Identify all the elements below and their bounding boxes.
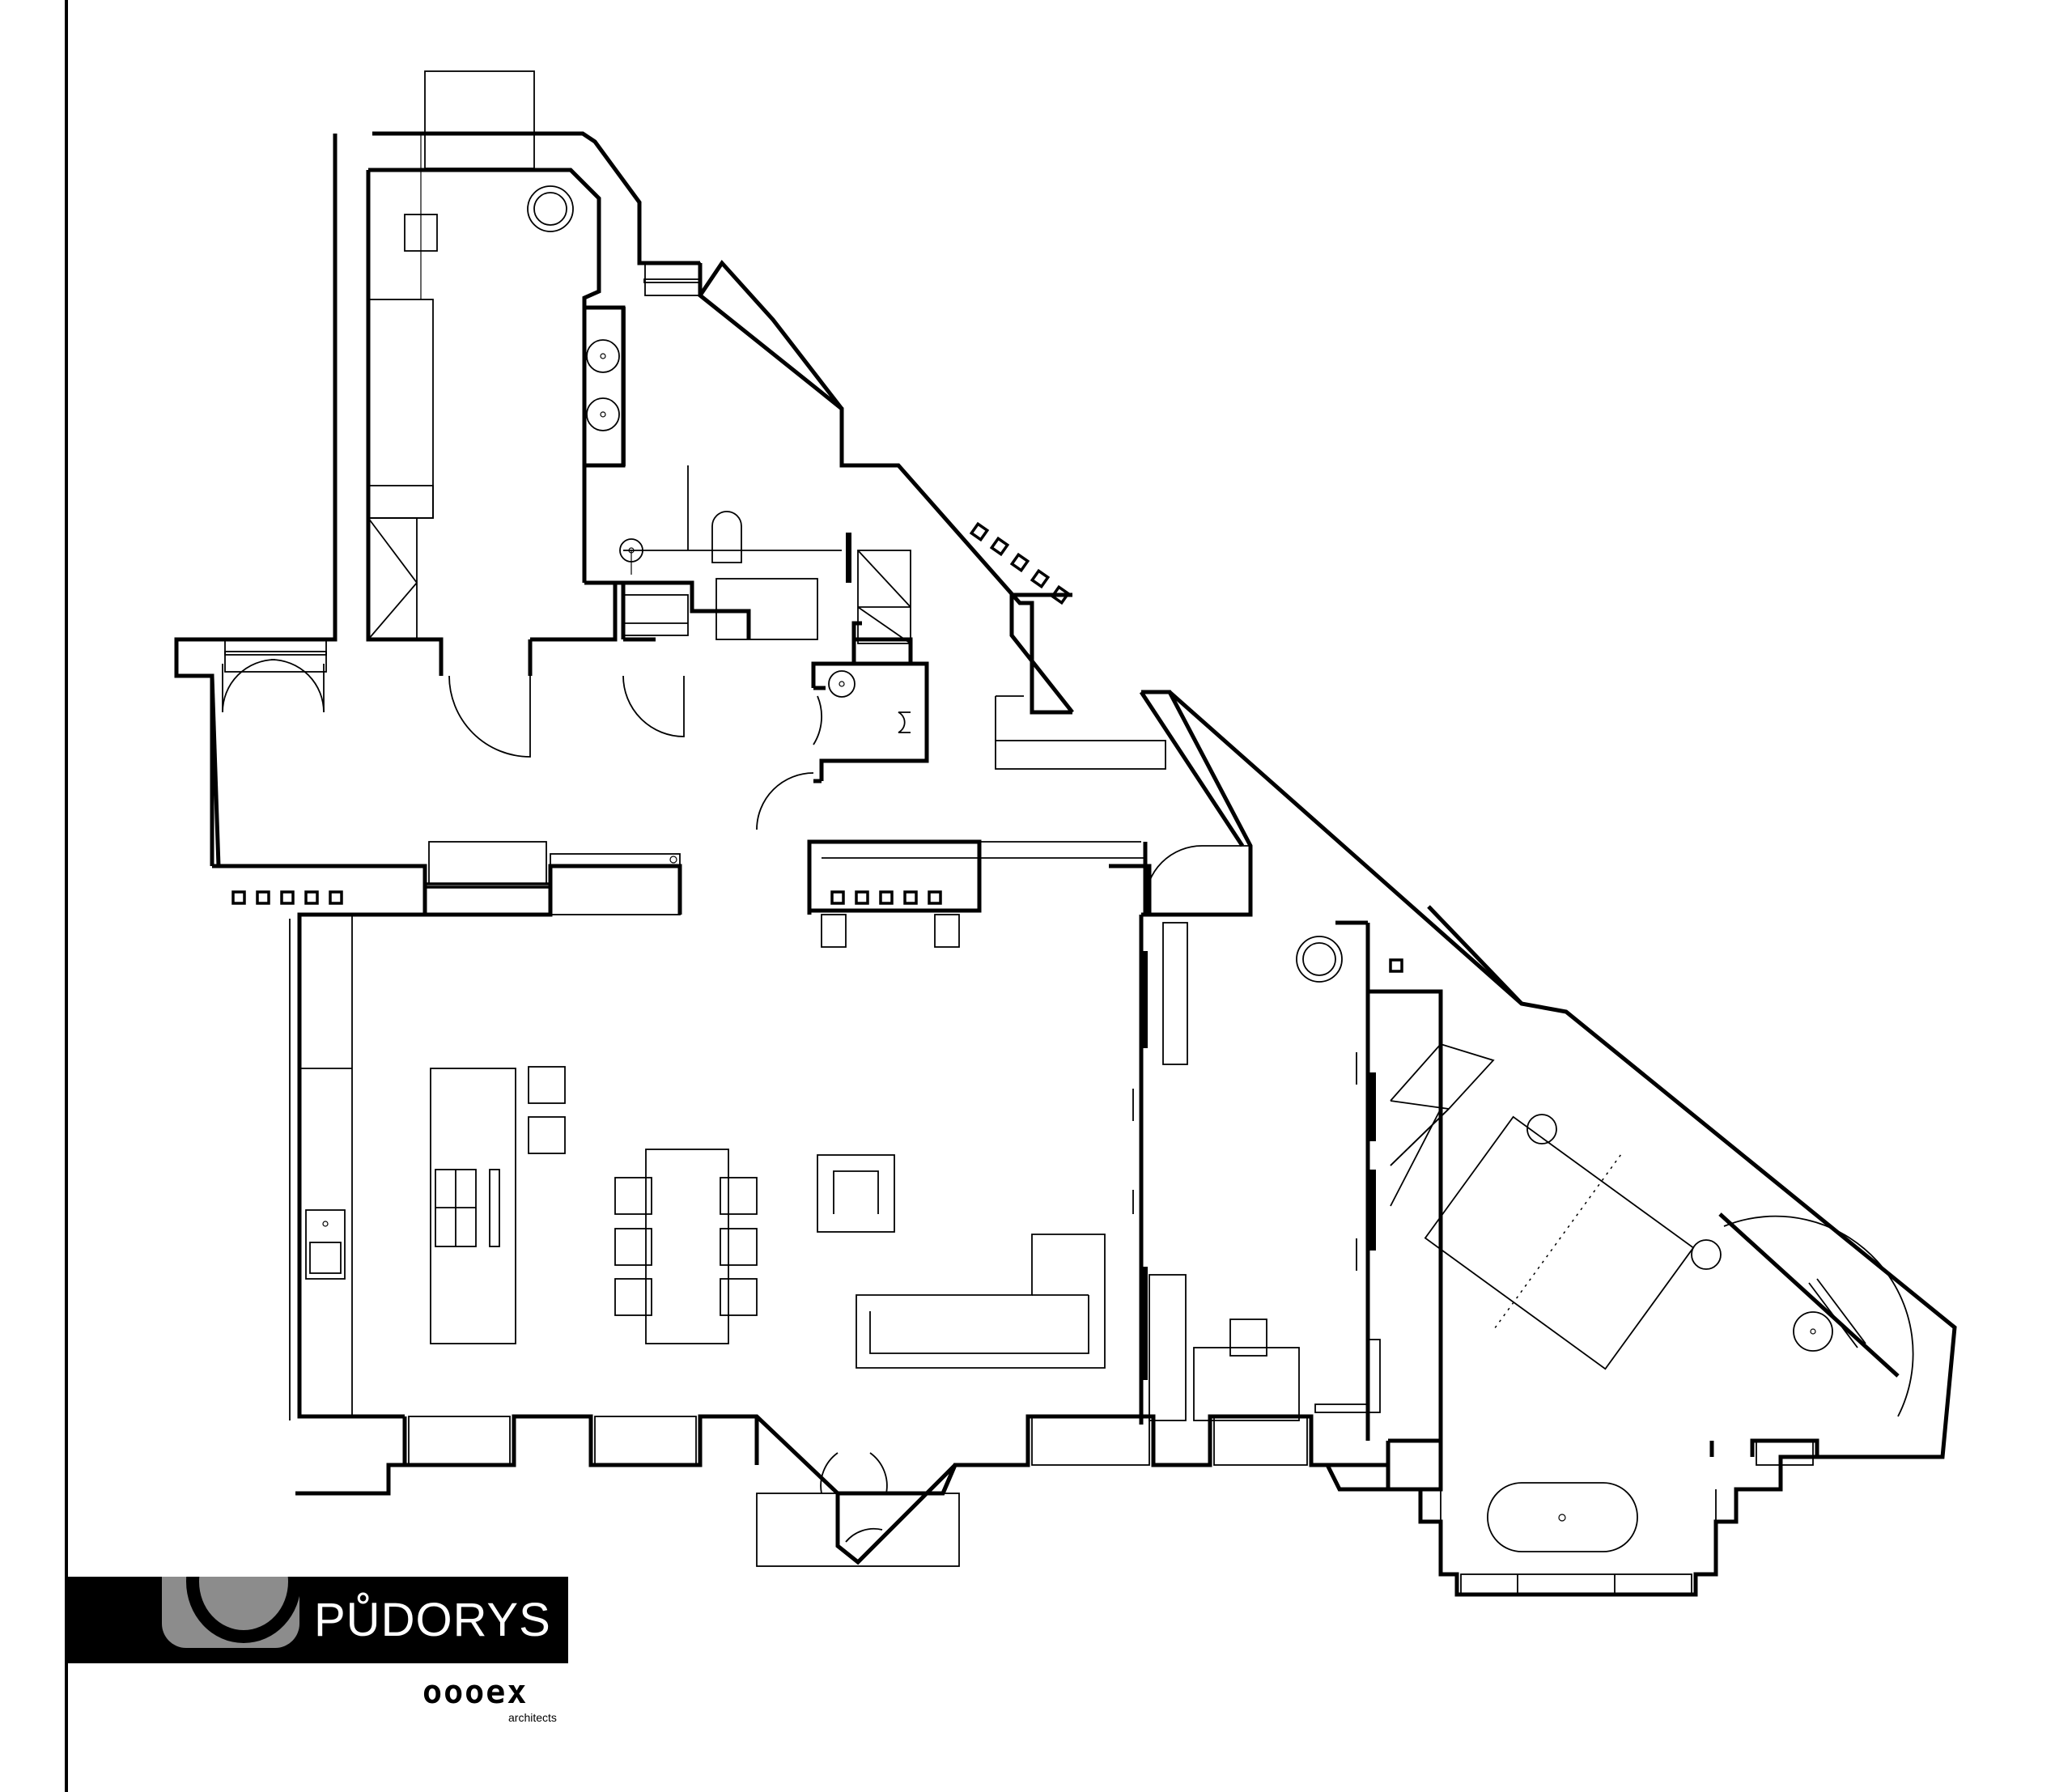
brand-logo: oooex: [422, 1674, 529, 1711]
furniture: [231, 134, 1833, 1595]
bed: [1424, 1115, 1695, 1370]
walls: [174, 131, 1957, 1597]
logo-icon: [162, 1577, 299, 1648]
doors: [222, 659, 1914, 1543]
title-banner: [66, 1577, 568, 1663]
vent-blocks: [231, 521, 1403, 973]
windows: [224, 70, 1814, 1595]
sliding-panels: [846, 533, 1376, 1380]
brand-tagline: architects: [508, 1711, 557, 1724]
plan-title: PŮDORYS: [314, 1594, 551, 1646]
